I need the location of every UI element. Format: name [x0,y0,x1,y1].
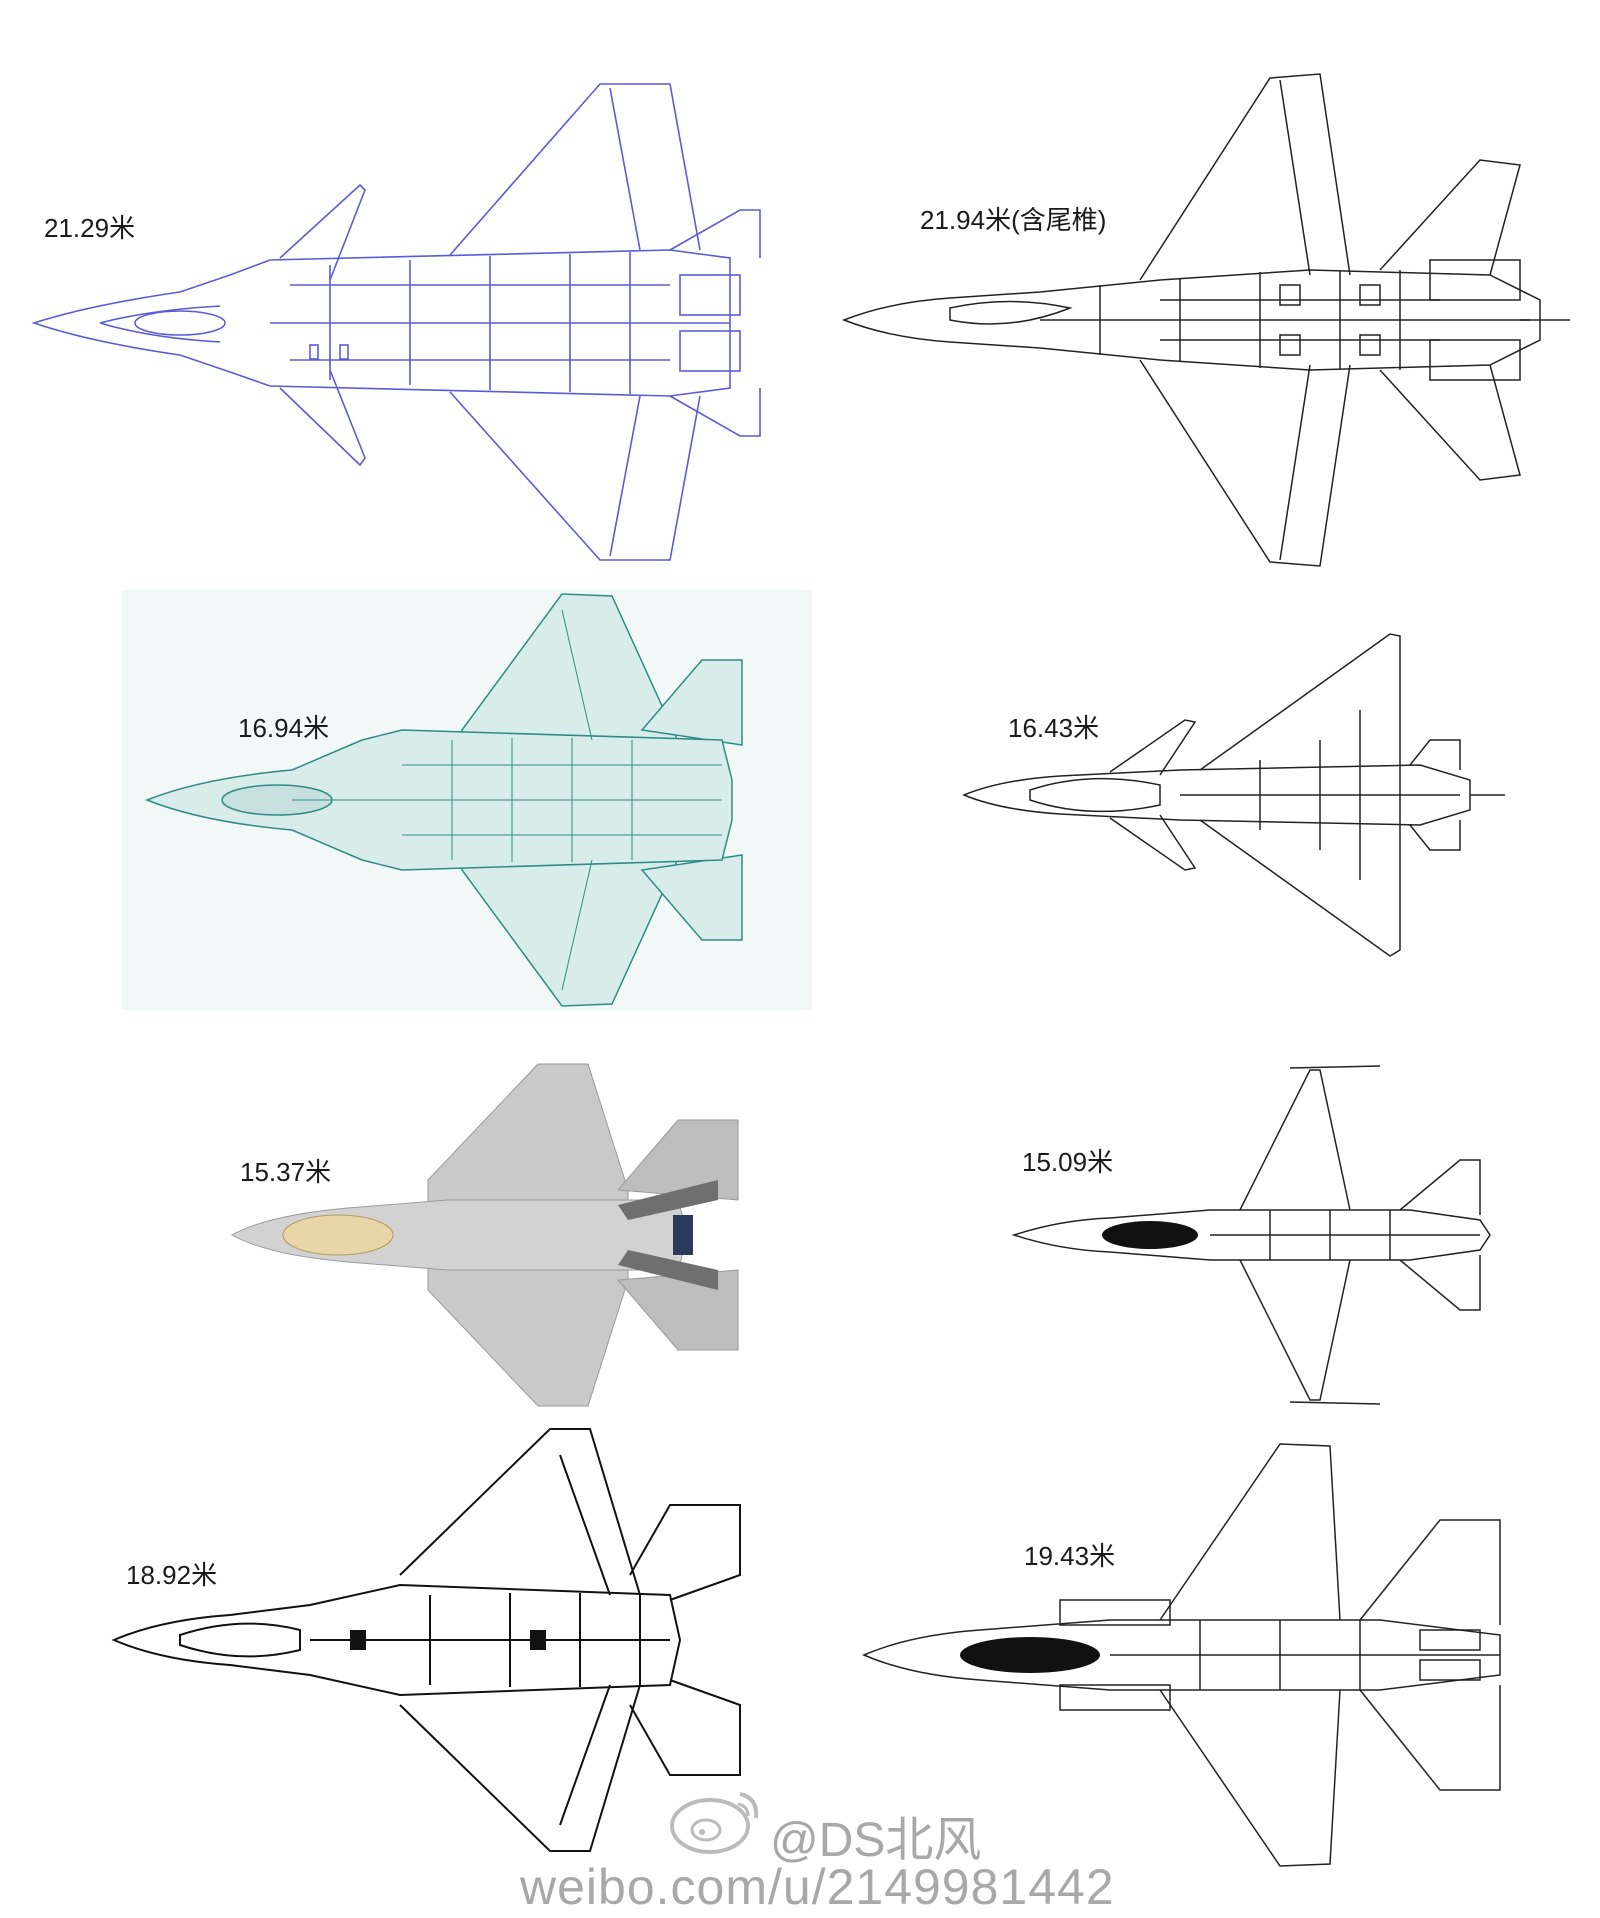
aircraft-drawing-1: 21.29米 [30,80,761,561]
black-outline-jet-stealth [111,1428,741,1852]
aircraft-drawing-7: 18.92米 [110,1425,750,1855]
watermark-handle: @DS北风 [770,1814,982,1867]
black-outline-jet-large [841,73,1570,567]
teal-jet [144,593,743,1007]
length-label: 15.09米 [1022,1147,1114,1177]
length-label: 16.94米 [238,713,330,743]
aircraft-drawing-2: 21.94米(含尾椎) [840,70,1570,570]
black-outline-jet-small [1011,1065,1491,1405]
length-label: 21.29米 [44,213,136,243]
aircraft-drawing-4: 16.43米 [960,630,1520,960]
watermark-url: weibo.com/u/2149981442 [520,1859,1115,1915]
weibo-logo-icon [662,1778,770,1858]
length-label: 16.43米 [1008,713,1100,743]
length-label: 15.37米 [240,1157,332,1187]
blue-outline-jet [31,83,761,561]
aircraft-drawing-5: 15.37米 [228,1060,748,1410]
gray-shaded-jet [230,1063,739,1407]
length-label: 19.43米 [1024,1541,1116,1571]
length-label: 21.94米(含尾椎) [920,205,1107,235]
black-outline-jet-twin [862,1443,1501,1867]
delta-canard-jet [962,633,1505,957]
aircraft-drawing-3: 16.94米 [122,590,812,1010]
aircraft-drawing-6: 15.09米 [1010,1060,1510,1410]
length-label: 18.92米 [126,1560,218,1590]
aircraft-drawing-8: 19.43米 [860,1440,1530,1870]
